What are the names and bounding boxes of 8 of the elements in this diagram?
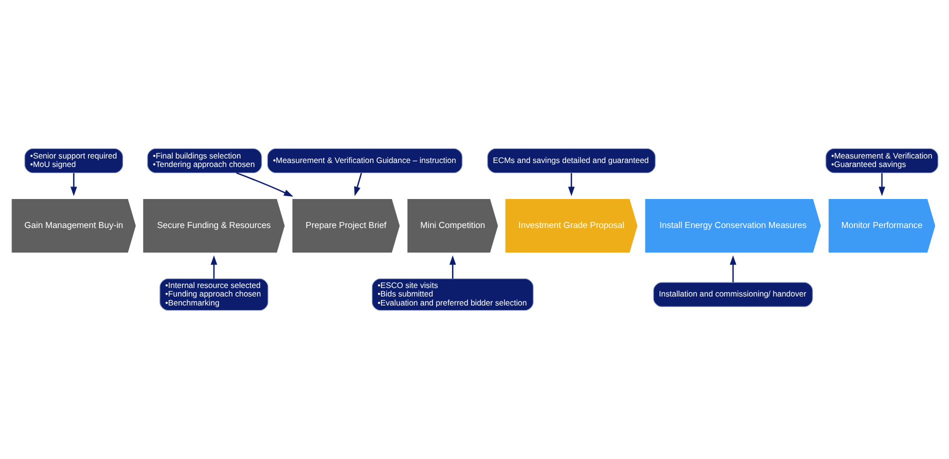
arrow (730, 255, 736, 282)
arrow (210, 255, 218, 279)
arrow (70, 173, 78, 196)
arrow (236, 172, 294, 197)
arrow (449, 255, 456, 279)
arrow (568, 173, 575, 196)
arrow (354, 172, 362, 196)
arrow (878, 173, 886, 196)
